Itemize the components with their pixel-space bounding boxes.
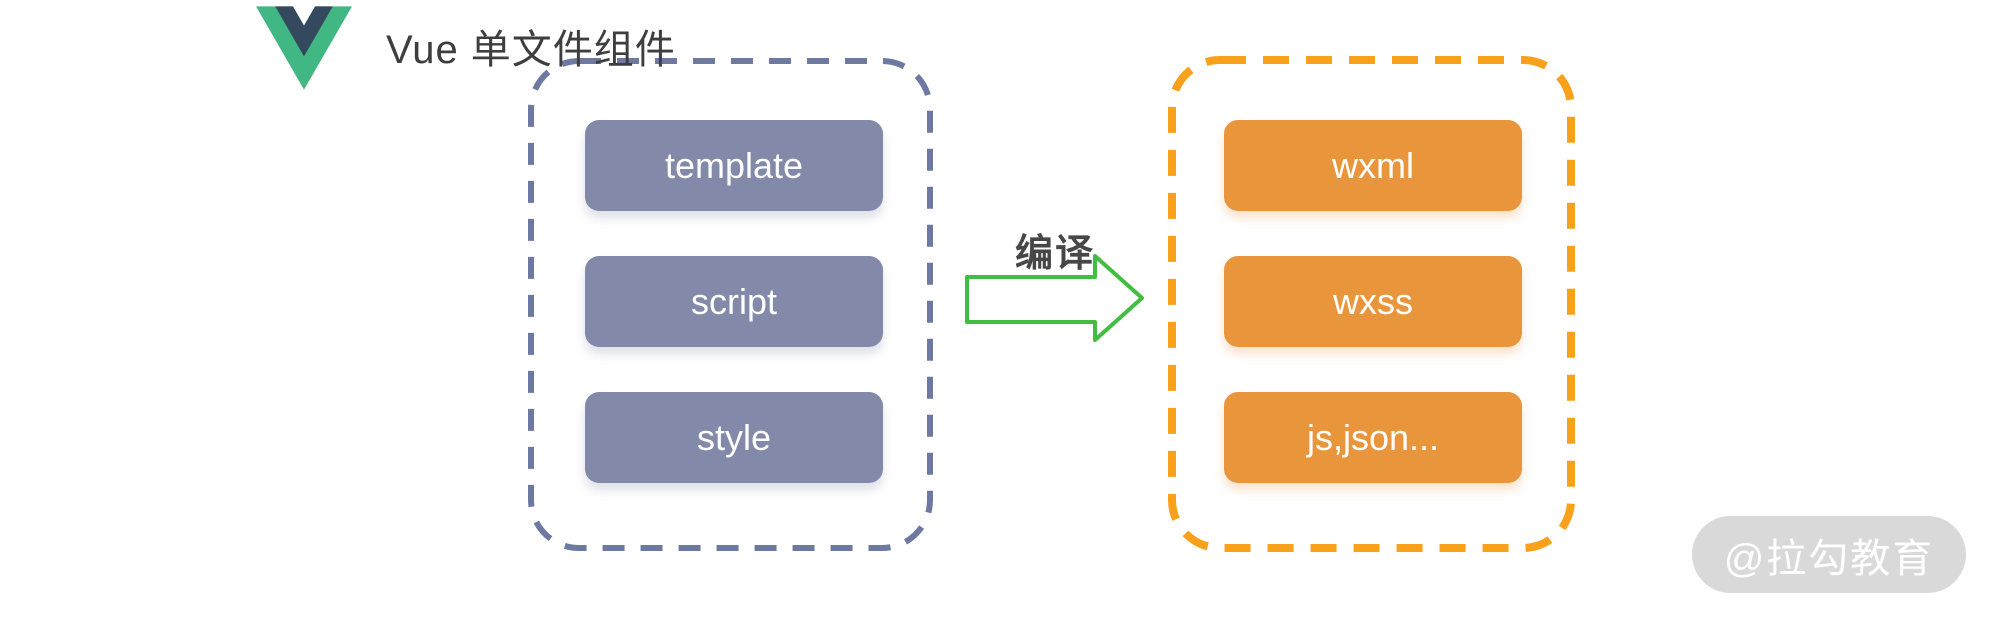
- node-template: template: [585, 120, 883, 211]
- compile-label: 编译: [1014, 233, 1095, 275]
- node-wxml: wxml: [1224, 120, 1522, 211]
- node-style: style: [585, 392, 883, 483]
- watermark-badge: @拉勾教育: [1692, 516, 1966, 593]
- vue-logo-icon: [256, 6, 352, 90]
- compile-arrow-icon: [965, 254, 1144, 342]
- node-js-json: js,json...: [1224, 392, 1522, 483]
- node-wxss: wxss: [1224, 256, 1522, 347]
- vue-sfc-group-box: [528, 58, 933, 551]
- miniprogram-group-box: [1168, 56, 1575, 552]
- diagram-title: Vue 单文件组件: [386, 28, 676, 72]
- node-script: script: [585, 256, 883, 347]
